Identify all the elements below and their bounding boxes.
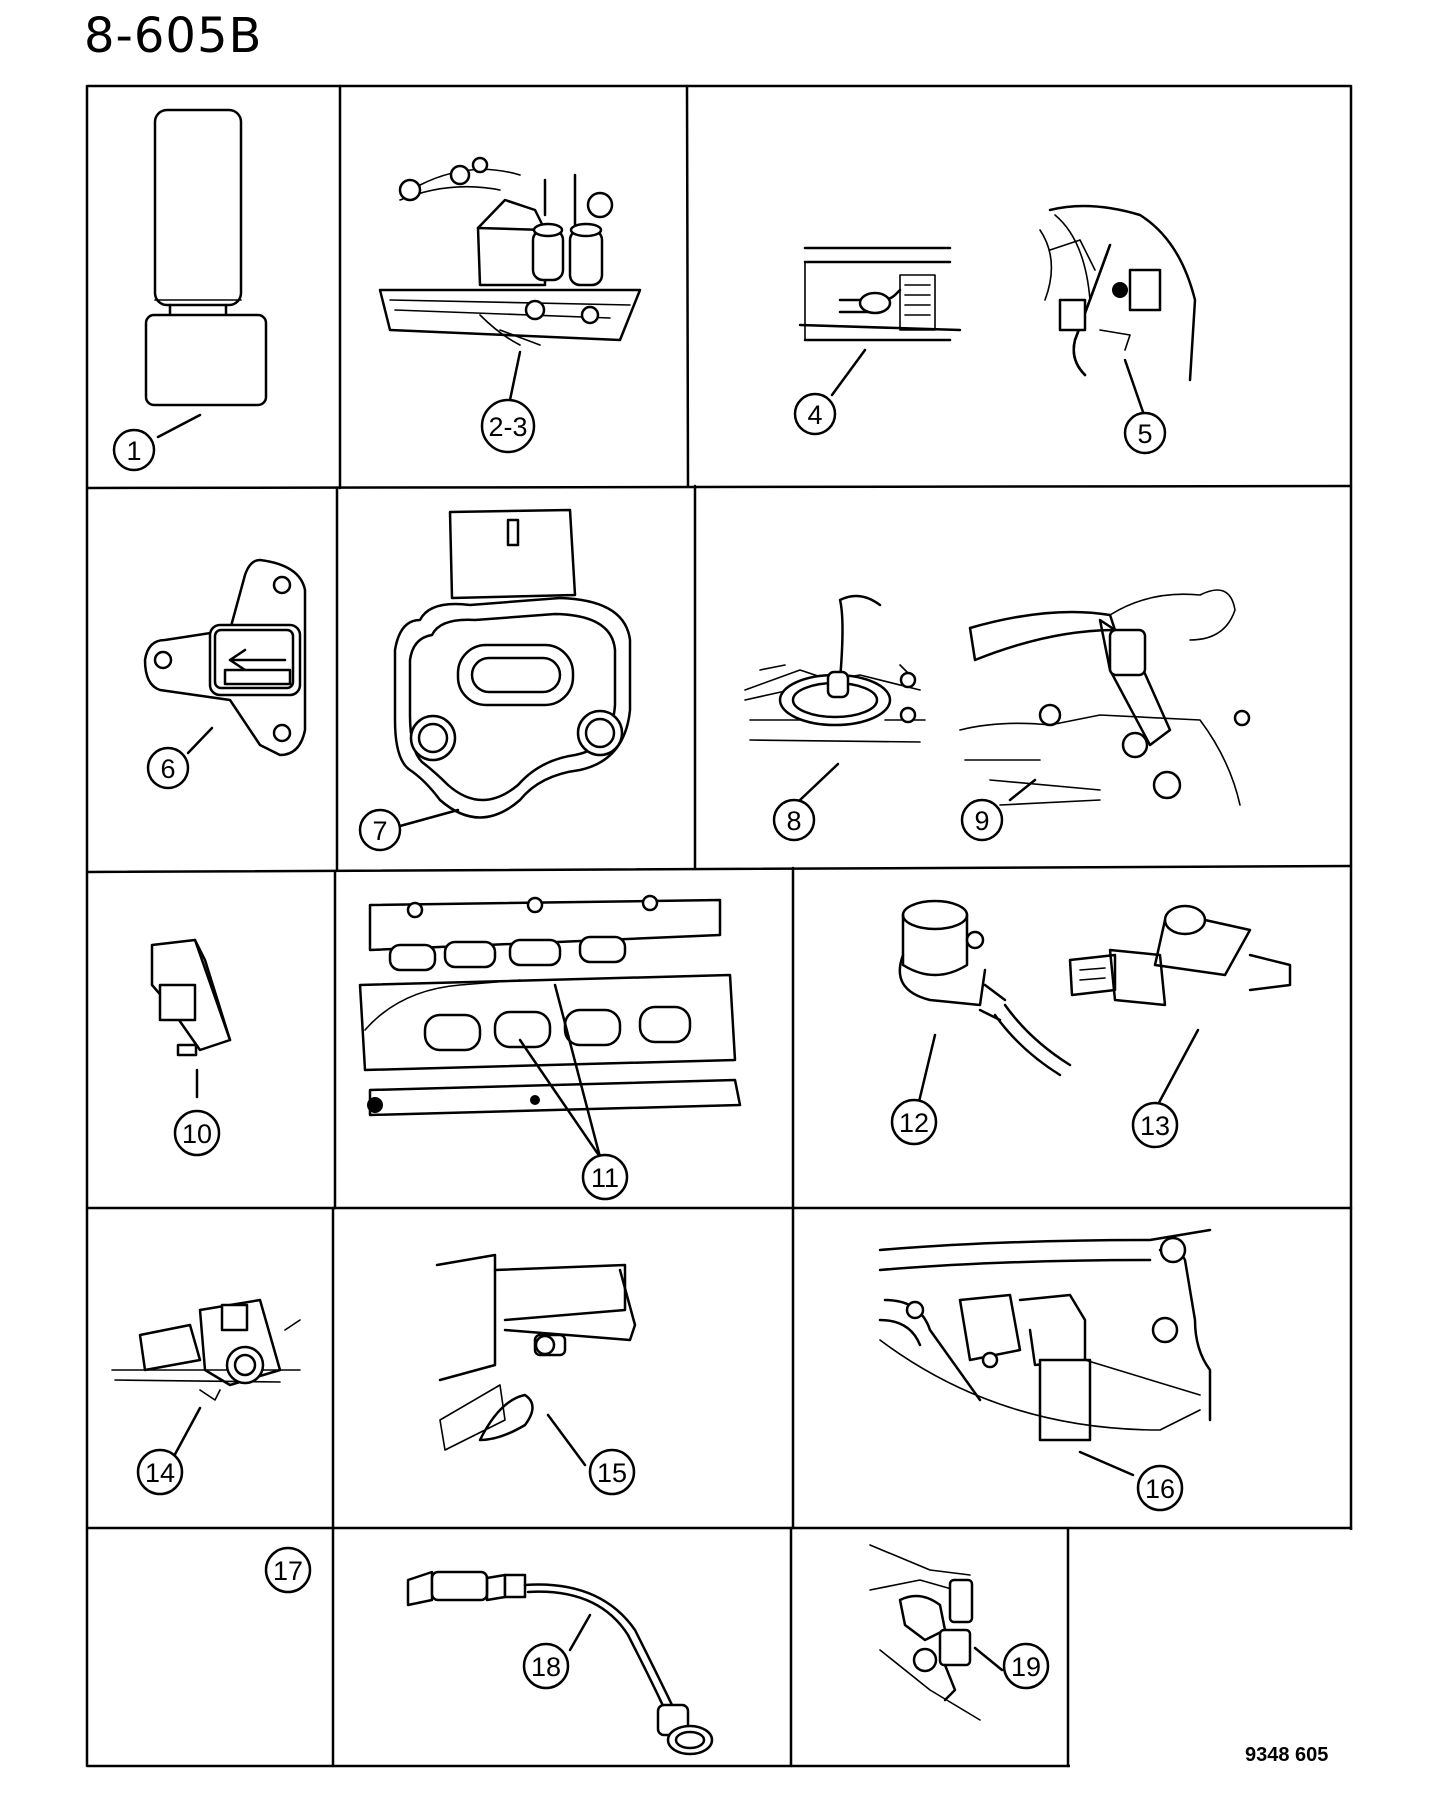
map-sensor-drawing — [143, 558, 307, 757]
svg-text:19: 19 — [1011, 1652, 1041, 1682]
svg-text:13: 13 — [1140, 1111, 1170, 1141]
sensor-9-drawing — [959, 589, 1251, 806]
callout-9: 9 — [960, 798, 1004, 842]
blank-corner — [1070, 1530, 1354, 1770]
svg-text:8: 8 — [786, 806, 801, 836]
sensor-15-drawing — [435, 1253, 637, 1467]
callout-6: 6 — [146, 746, 190, 790]
svg-text:16: 16 — [1145, 1474, 1175, 1504]
callout-2-3: 2-3 — [480, 398, 536, 454]
callouts: 1 2-3 4 5 6 7 8 9 — [112, 392, 1184, 1690]
sensor-19-drawing — [869, 1544, 1004, 1721]
callout-8: 8 — [772, 798, 816, 842]
callout-17: 17 — [264, 1546, 312, 1594]
o2-sensor-18-drawing — [406, 1570, 714, 1756]
svg-text:1: 1 — [126, 436, 141, 466]
callout-13: 13 — [1131, 1101, 1179, 1149]
callout-16: 16 — [1136, 1464, 1184, 1512]
svg-text:7: 7 — [372, 816, 387, 846]
callout-18: 18 — [522, 1642, 570, 1690]
svg-text:15: 15 — [597, 1458, 627, 1488]
sensor-13-drawing — [1068, 904, 1292, 1112]
svg-text:10: 10 — [182, 1119, 212, 1149]
panel-grid — [85, 84, 1353, 1768]
drawing-number: 9348 605 — [1245, 1744, 1329, 1766]
callout-4: 4 — [793, 392, 837, 436]
callout-5: 5 — [1123, 411, 1167, 455]
sensor-8-drawing — [744, 594, 926, 802]
callout-12: 12 — [890, 1098, 938, 1146]
svg-text:5: 5 — [1137, 419, 1152, 449]
callout-14: 14 — [136, 1448, 184, 1496]
sensor-16-drawing — [878, 1228, 1212, 1477]
svg-text:17: 17 — [273, 1556, 303, 1586]
callout-11: 11 — [581, 1153, 629, 1201]
svg-text:11: 11 — [591, 1163, 619, 1193]
page-code: 8-605B — [84, 8, 263, 64]
callout-19: 19 — [1002, 1642, 1050, 1690]
svg-text:18: 18 — [531, 1652, 561, 1682]
svg-text:4: 4 — [807, 400, 822, 430]
svg-text:14: 14 — [145, 1458, 175, 1488]
gasket-11-drawing — [358, 894, 742, 1159]
sensor-10-drawing — [150, 938, 232, 1099]
svg-text:6: 6 — [160, 754, 175, 784]
callout-10: 10 — [173, 1109, 221, 1157]
solenoid-drawing — [378, 156, 642, 402]
sensor-4-drawing — [798, 246, 962, 397]
svg-text:2-3: 2-3 — [488, 412, 527, 442]
tps-drawing — [393, 508, 632, 828]
svg-text:12: 12 — [899, 1108, 929, 1138]
callout-15: 15 — [588, 1448, 636, 1496]
callout-7: 7 — [358, 808, 402, 852]
sensor-12-drawing — [898, 899, 1072, 1112]
sensor-14-drawing — [111, 1298, 301, 1460]
relay-drawing — [144, 108, 268, 439]
sensor-5-drawing — [1039, 204, 1197, 414]
svg-text:9: 9 — [974, 806, 989, 836]
callout-1: 1 — [112, 428, 156, 472]
